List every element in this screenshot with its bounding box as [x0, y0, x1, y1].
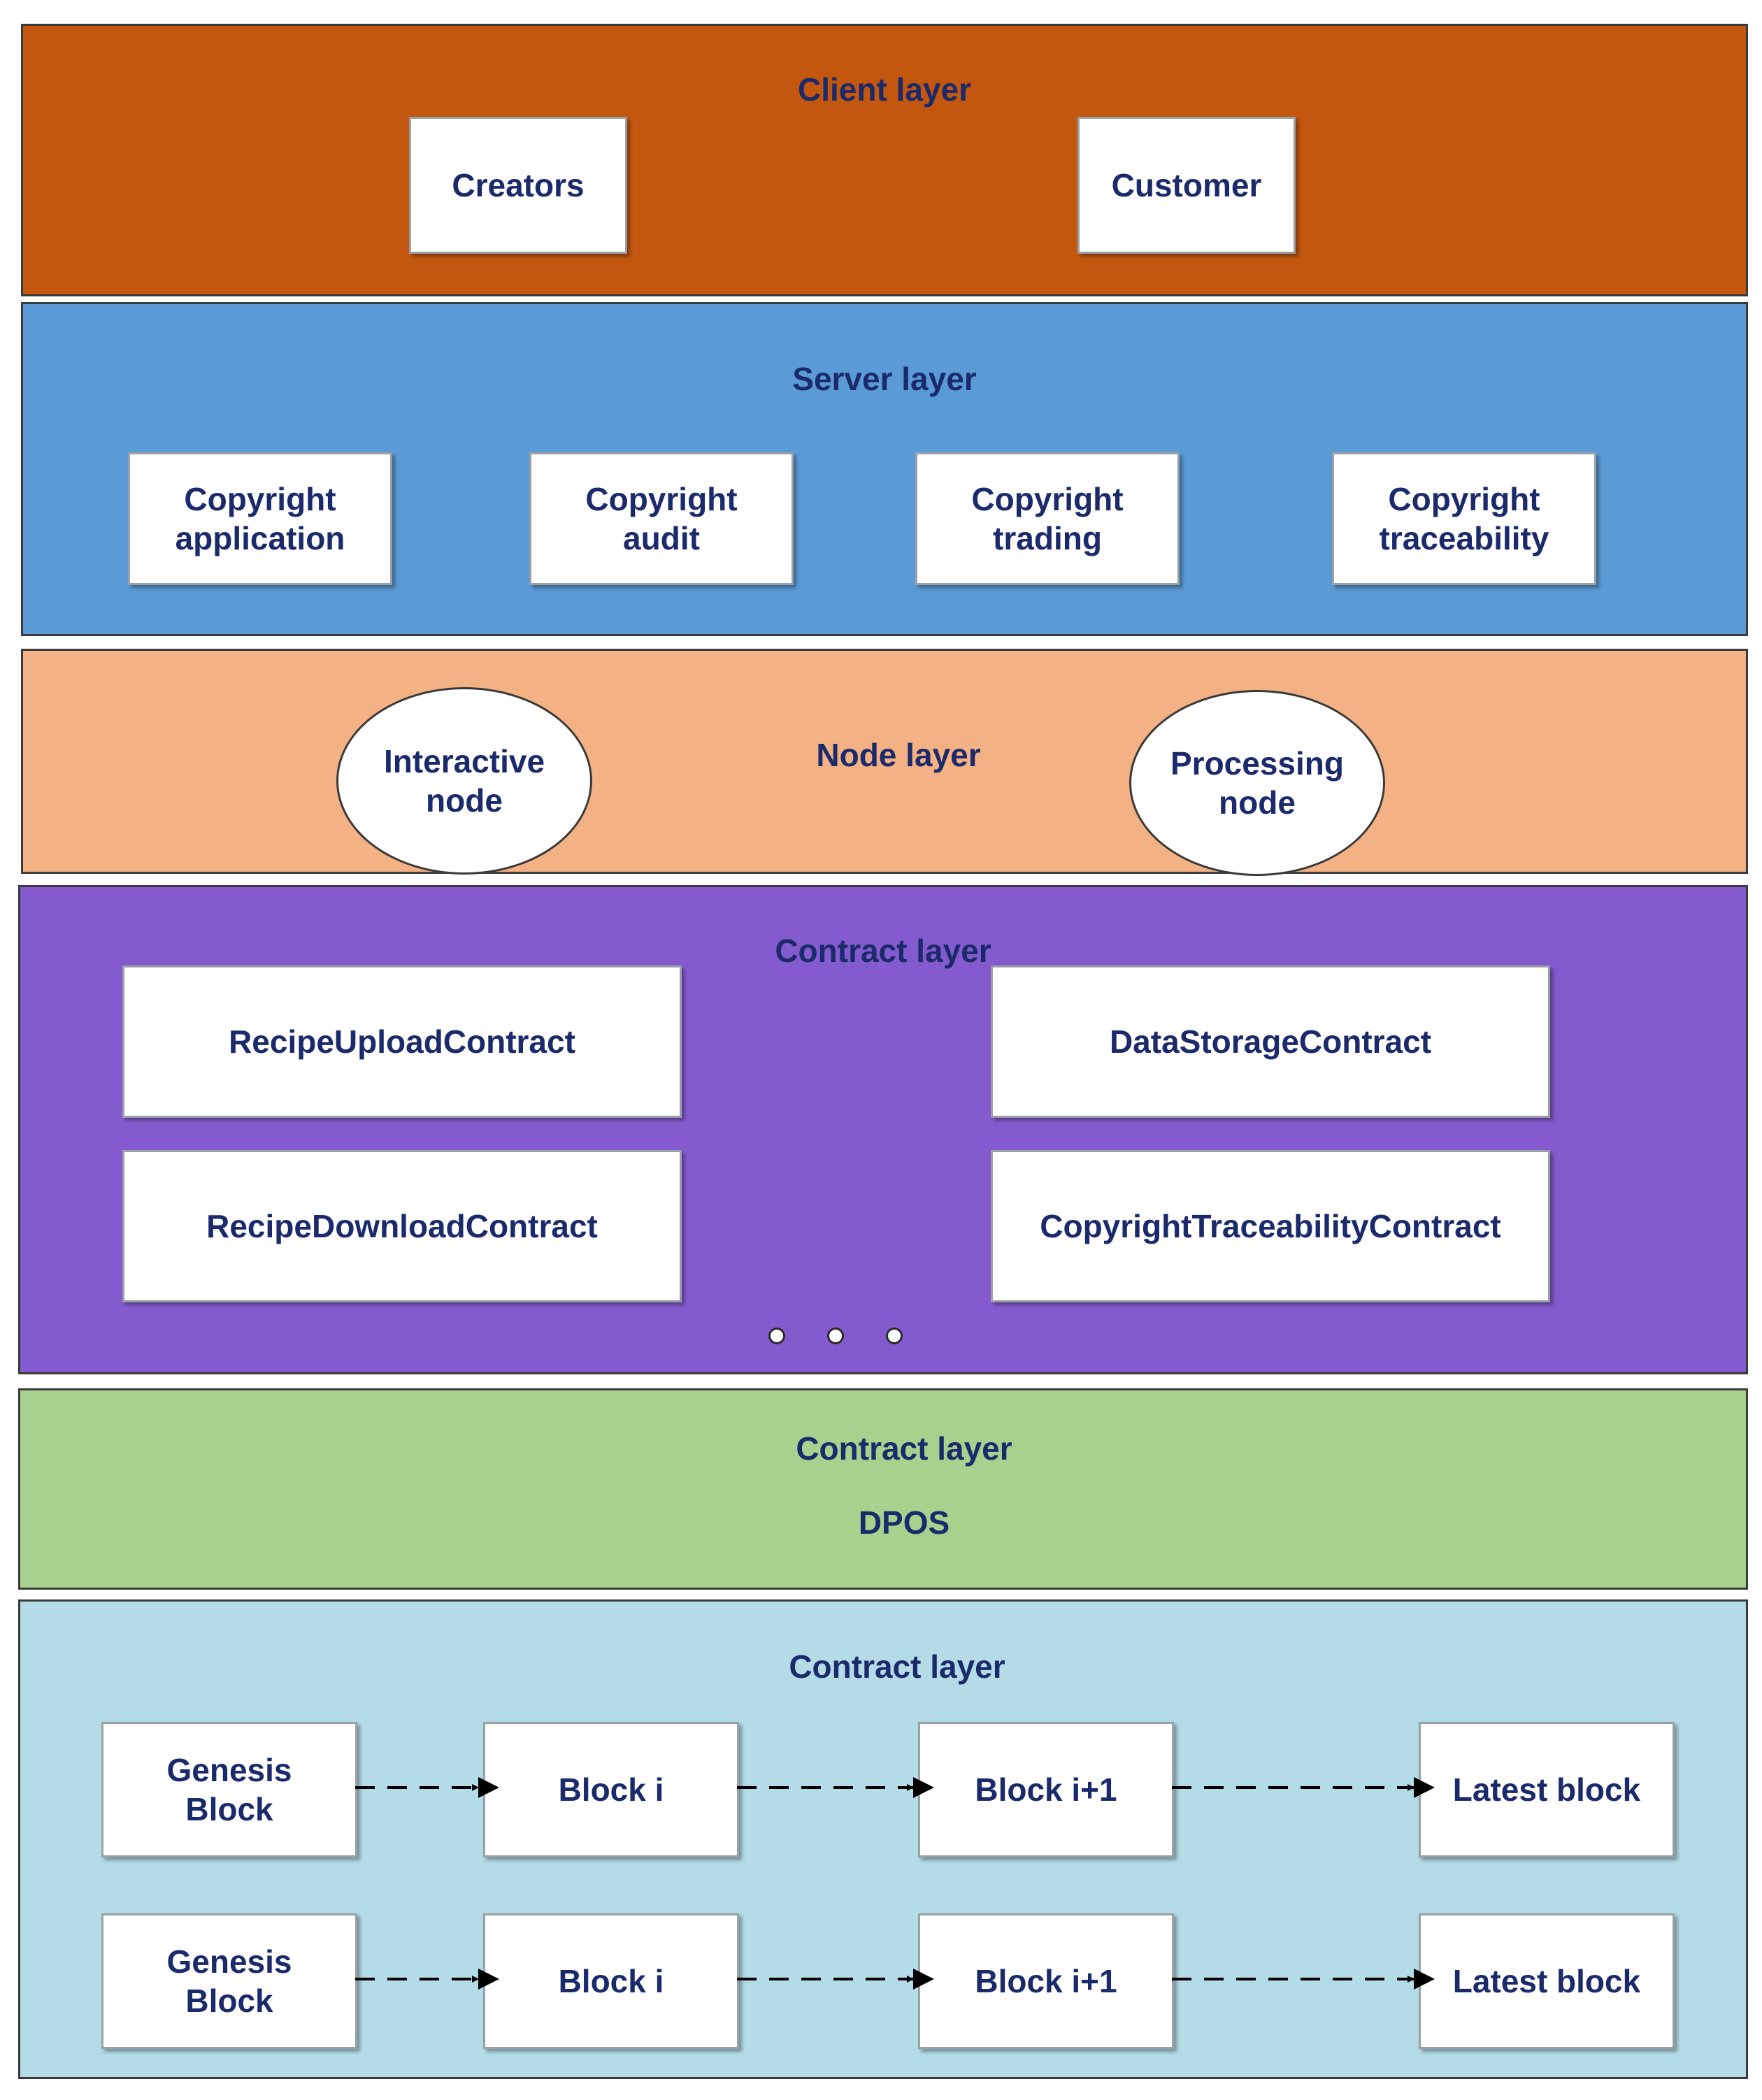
latest-block-box: Latest block	[1419, 1913, 1675, 2049]
server-layer: Server layer Copyright application Copyr…	[21, 302, 1748, 636]
genesis-block-box: Genesis Block	[101, 1913, 357, 2049]
copyright-application-box: Copyright application	[128, 452, 392, 585]
block-i-plus-1-box: Block i+1	[918, 1913, 1174, 2049]
data-storage-contract-box: DataStorageContract	[991, 965, 1550, 1118]
copyright-trading-box: Copyright trading	[915, 452, 1180, 585]
interactive-node-ellipse: Interactive node	[336, 687, 592, 875]
contract-layer: Contract layer RecipeUploadContract Data…	[18, 885, 1748, 1374]
genesis-block-box: Genesis Block	[101, 1722, 357, 1857]
recipe-upload-contract-box: RecipeUploadContract	[122, 965, 682, 1118]
copyright-traceability-contract-box: CopyrightTraceabilityContract	[991, 1150, 1550, 1302]
consensus-layer: Contract layer DPOS	[18, 1388, 1748, 1590]
block-i-box: Block i	[483, 1913, 739, 2049]
chain-arrowhead	[913, 1969, 934, 1990]
chain-arrowhead	[913, 1777, 934, 1798]
copyright-audit-box: Copyright audit	[529, 452, 794, 585]
customer-box: Customer	[1077, 117, 1296, 254]
latest-block-box: Latest block	[1419, 1722, 1675, 1857]
processing-node-ellipse: Processing node	[1129, 690, 1385, 876]
copyright-traceability-box: Copyright traceability	[1332, 452, 1596, 585]
contract-layer-title: Contract layer	[775, 933, 991, 969]
chain-arrowhead	[1414, 1969, 1435, 1990]
chain-arrowhead	[478, 1969, 499, 1990]
chain-arrowhead	[1414, 1777, 1435, 1798]
data-layer-title: Contract layer	[789, 1648, 1005, 1685]
chain-arrowhead	[478, 1777, 499, 1798]
block-i-plus-1-box: Block i+1	[918, 1722, 1174, 1857]
data-layer: Contract layer Genesis Block Block i Blo…	[18, 1599, 1748, 2079]
server-layer-title: Server layer	[792, 361, 977, 397]
ellipsis-dot	[768, 1328, 785, 1344]
node-layer: Node layer Interactive node Processing n…	[21, 649, 1748, 876]
ellipsis-dot	[886, 1328, 903, 1344]
recipe-download-contract-box: RecipeDownloadContract	[122, 1150, 682, 1302]
client-layer-title: Client layer	[798, 71, 971, 108]
block-i-box: Block i	[483, 1722, 739, 1857]
consensus-layer-title: Contract layer	[796, 1430, 1012, 1467]
creators-box: Creators	[409, 117, 627, 254]
ellipsis-dot	[827, 1328, 844, 1344]
client-layer: Client layer Creators Customer	[21, 24, 1748, 296]
node-layer-title: Node layer	[816, 737, 981, 773]
consensus-algorithm-label: DPOS	[858, 1504, 950, 1541]
